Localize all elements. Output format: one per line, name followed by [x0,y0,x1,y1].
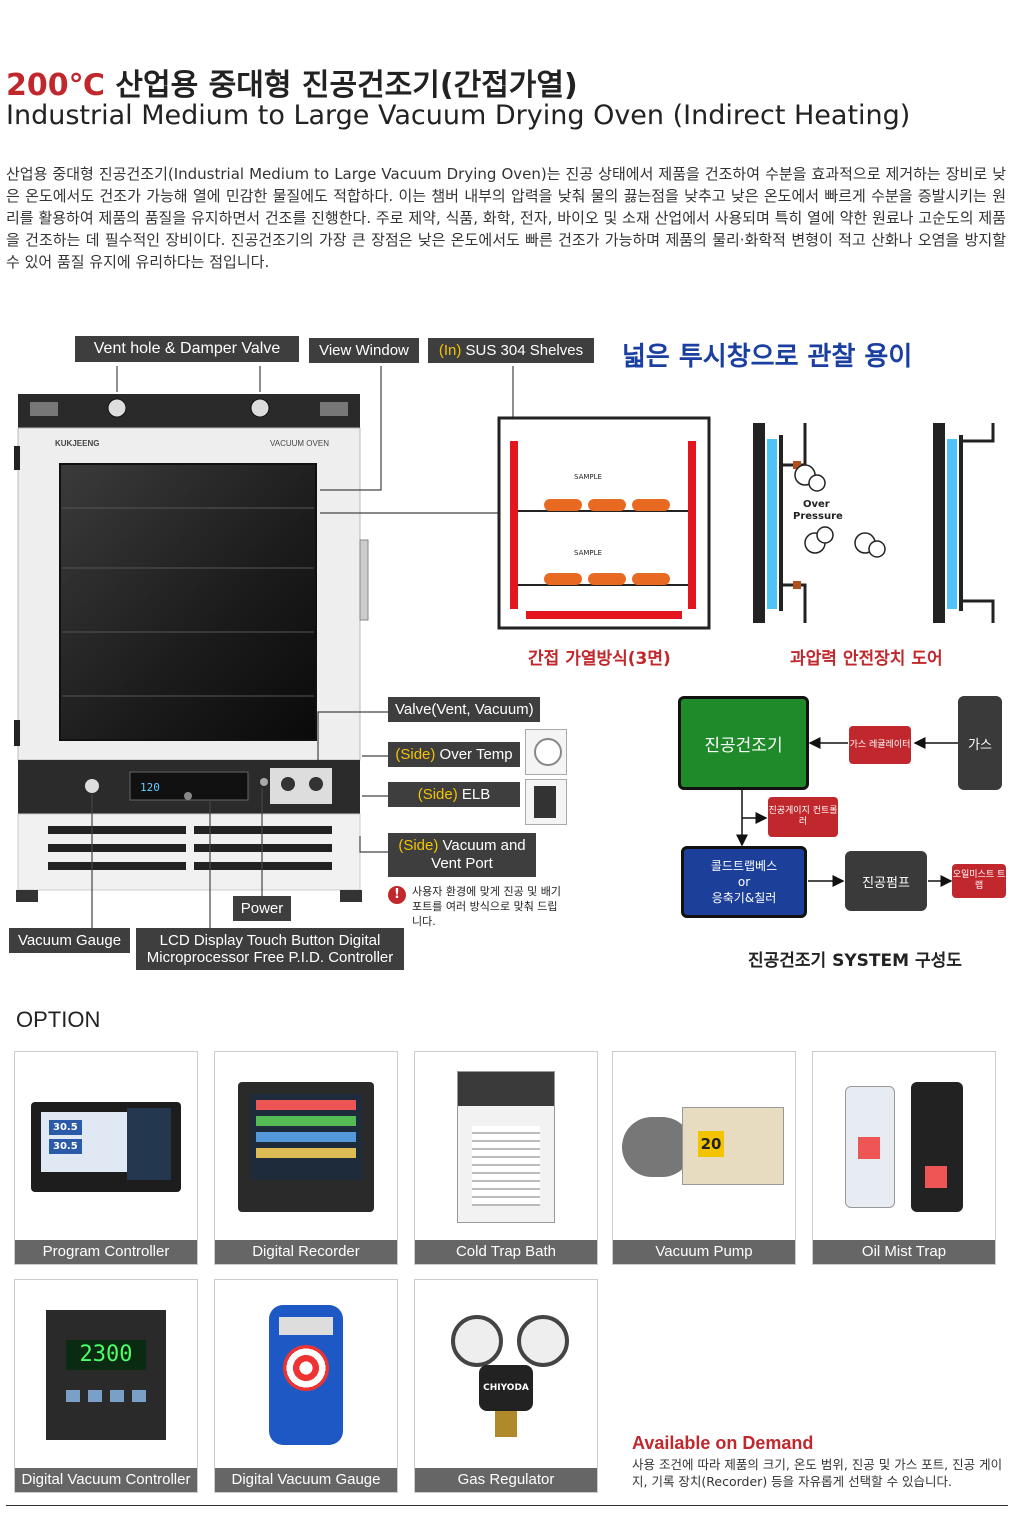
option-heading: OPTION [16,1007,101,1032]
label-elb: (Side) ELB [388,782,520,807]
system-gauge-controller-box: 진공게이지 컨트롤러 [768,797,838,837]
program-controller-image: 30.5 30.5 [19,1056,193,1238]
sample-label-top: SAMPLE [574,473,602,481]
option-card-cold-trap-bath[interactable]: Cold Trap Bath [414,1051,598,1265]
regulator-brand: CHIYODA [479,1365,533,1411]
pc-reading-2: 30.5 [49,1139,82,1154]
option-label: Program Controller [15,1240,197,1264]
option-card-vacuum-pump[interactable]: 20 Vacuum Pump [612,1051,796,1265]
option-card-digital-vacuum-gauge[interactable]: Digital Vacuum Gauge [214,1279,398,1493]
cold-trap-line-1: 콜드트랩베스 [710,859,778,873]
label-text: SUS 304 Shelves [461,342,584,359]
system-arrows [736,737,958,887]
over-pressure-label-2: Pressure [793,511,843,522]
oven-model-text: VACUUM OVEN [270,439,329,448]
label-prefix: (Side) [395,746,436,763]
indirect-heating-diagram: SAMPLE SAMPLE [497,416,711,630]
oil-mist-trap-image [817,1056,991,1238]
pump-number: 20 [698,1131,724,1157]
pc-reading-1: 30.5 [49,1120,82,1135]
oven-brand: KUKJEENG [55,439,99,448]
feature-heading: 넓은 투시창으로 관찰 용이 [622,342,913,372]
digital-vacuum-gauge-image [219,1284,393,1466]
system-main-box: 진공건조기 [678,696,809,790]
system-gas-box: 가스 [958,696,1002,790]
oven-illustration: KUKJEENG VACUUM OVEN 120 [14,366,514,930]
option-label: Digital Recorder [215,1240,397,1264]
system-pump-box: 진공펌프 [845,851,927,911]
elb-image [525,779,567,825]
page-title-ko: 200℃ 산업용 중대형 진공건조기(간접가열) [6,60,578,104]
option-card-digital-recorder[interactable]: Digital Recorder [214,1051,398,1265]
label-prefix: (Side) [398,837,439,854]
system-regulator-box: 가스 레귤레이터 [849,726,911,764]
dvc-reading: 2300 [66,1340,146,1370]
label-vent-hole: Vent hole & Damper Valve [75,336,299,362]
sample-label-bottom: SAMPLE [574,549,602,557]
option-label: Digital Vacuum Controller [15,1468,197,1492]
product-description: 산업용 중대형 진공건조기(Industrial Medium to Large… [6,165,1006,271]
option-card-program-controller[interactable]: 30.5 30.5 Program Controller [14,1051,198,1265]
oven-display-reading: 120 [140,781,160,794]
label-text: ELB [457,786,491,803]
label-text: Vacuum and [438,837,526,854]
over-pressure-door-diagram: Over Pressure [753,423,995,623]
cold-trap-bath-image [419,1056,593,1238]
label-valve: Valve(Vent, Vacuum) [388,697,540,722]
label-text-2: Vent Port [431,855,493,872]
label-text-2: Microprocessor Free P.I.D. Controller [146,949,394,966]
label-shelves: (In) SUS 304 Shelves [428,338,594,363]
option-label: Vacuum Pump [613,1240,795,1264]
label-over-temp: (Side) Over Temp [388,742,520,767]
over-temp-image [525,729,567,775]
page-title-en: Industrial Medium to Large Vacuum Drying… [6,100,911,131]
system-cold-trap-box: 콜드트랩베스 or 응축기&칠러 [681,846,807,918]
heating-caption: 간접 가열방식(3면) [528,649,671,669]
title-temperature: 200℃ [6,68,105,103]
digital-vacuum-controller-image: 2300 [19,1284,193,1466]
option-label: Oil Mist Trap [813,1240,995,1264]
gas-regulator-image: CHIYODA [419,1284,593,1466]
digital-recorder-image [219,1056,393,1238]
label-power: Power [233,896,291,921]
option-card-oil-mist-trap[interactable]: Oil Mist Trap [812,1051,996,1265]
note-text: 사용자 환경에 맞게 진공 및 배기 포트를 여러 방식으로 맞춰 드립니다. [412,885,562,928]
label-vacuum-gauge: Vacuum Gauge [9,928,130,953]
available-text: 사용 조건에 따라 제품의 크기, 온도 범위, 진공 및 가스 포트, 진공 … [632,1457,1003,1489]
title-ko-text: 산업용 중대형 진공건조기(간접가열) [104,68,578,103]
label-prefix: (In) [438,342,462,359]
option-card-gas-regulator[interactable]: CHIYODA Gas Regulator [414,1279,598,1493]
option-card-digital-vacuum-controller[interactable]: 2300 Digital Vacuum Controller [14,1279,198,1493]
option-label: Gas Regulator [415,1468,597,1492]
vacuum-pump-image: 20 [617,1056,791,1238]
option-label: Cold Trap Bath [415,1240,597,1264]
cold-trap-line-2: or [737,875,751,889]
port-note: ! 사용자 환경에 맞게 진공 및 배기 포트를 여러 방식으로 맞춰 드립니다. [388,884,562,929]
warning-icon: ! [388,886,406,904]
cold-trap-line-3: 응축기&칠러 [711,891,777,905]
bottom-divider [6,1505,1008,1506]
system-oil-mist-box: 오일미스트 트랩 [952,864,1006,898]
over-pressure-label-1: Over [803,499,830,510]
label-text: LCD Display Touch Button Digital [159,932,381,949]
label-text: Over Temp [435,746,513,763]
label-prefix: (Side) [417,786,458,803]
available-heading: Available on Demand [632,1433,814,1453]
system-caption: 진공건조기 SYSTEM 구성도 [748,951,962,971]
label-view-window: View Window [309,338,419,363]
door-caption: 과압력 안전장치 도어 [790,649,943,669]
option-label: Digital Vacuum Gauge [215,1468,397,1492]
